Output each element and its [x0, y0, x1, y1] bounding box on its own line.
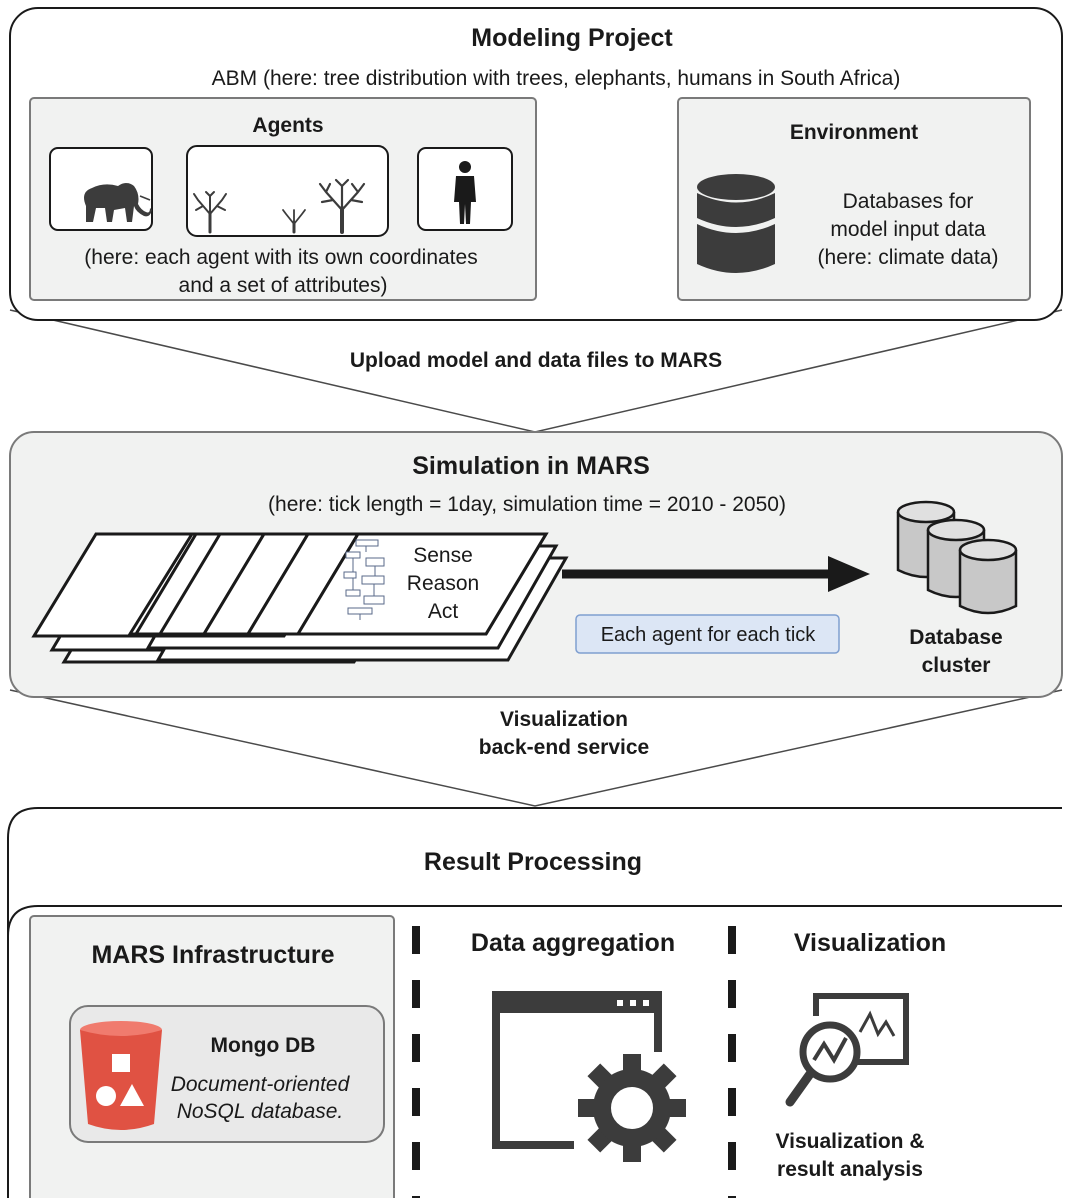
simulation-subtitle: (here: tick length = 1day, simulation ti…	[268, 493, 786, 516]
modeling-project-title: Modeling Project	[471, 24, 673, 52]
environment-title: Environment	[790, 121, 918, 144]
modeling-project-subtitle: ABM (here: tree distribution with trees,…	[212, 67, 901, 90]
result-processing-inner	[7, 905, 1062, 1198]
cycle-reason: Reason	[407, 572, 479, 595]
tick-arrow	[562, 556, 870, 592]
tick-label: Each agent for each tick	[601, 624, 817, 646]
data-aggregation-title: Data aggregation	[471, 929, 675, 957]
mars-infrastructure-title: MARS Infrastructure	[91, 941, 334, 969]
result-processing-outer	[7, 807, 1062, 1198]
environment-line1: Databases for	[843, 190, 974, 213]
cluster-line2: cluster	[922, 654, 991, 677]
database-icon	[697, 174, 775, 273]
trees-icon	[186, 145, 389, 237]
result-processing-title: Result Processing	[424, 848, 642, 876]
visualization-service-line2: back-end service	[479, 736, 649, 759]
cycle-sense: Sense	[413, 544, 473, 567]
agents-panel: Agents	[29, 97, 537, 301]
environment-line3: (here: climate data)	[818, 246, 999, 269]
simulation-title: Simulation in MARS	[412, 452, 650, 480]
environment-line2: model input data	[830, 218, 986, 241]
human-icon	[417, 147, 513, 231]
visualization-panel: Visualization Visualization & result ana…	[776, 929, 947, 1181]
visualization-caption-line2: result analysis	[777, 1158, 923, 1181]
mars-infrastructure-panel: MARS Infrastructure Mongo DB Document-or…	[29, 915, 395, 1198]
upload-label: Upload model and data files to MARS	[350, 349, 722, 372]
mongo-db-name: Mongo DB	[211, 1034, 316, 1057]
cluster-line1: Database	[909, 626, 1002, 649]
agents-title: Agents	[252, 114, 323, 137]
cycle-act: Act	[428, 600, 459, 623]
visualization-service-line1: Visualization	[500, 708, 628, 731]
funnel-visualization	[9, 689, 1063, 807]
visualization-caption-line1: Visualization &	[776, 1130, 925, 1153]
environment-panel: Environment Databases for model input da…	[677, 97, 1031, 301]
database-cluster-icon	[896, 500, 1018, 615]
simulation-section: Simulation in MARS (here: tick length = …	[9, 431, 1063, 807]
mongo-db-desc-line2: NoSQL database.	[177, 1100, 344, 1123]
result-processing-section: Result Processing MARS Infrastructure Mo…	[7, 807, 1062, 1198]
agents-caption-line2: and a set of attributes)	[179, 274, 388, 297]
modeling-project-section: Modeling Project ABM (here: tree distrib…	[9, 7, 1063, 433]
mongo-bucket-icon	[80, 1021, 162, 1130]
elephant-icon	[49, 147, 153, 231]
agent-sheets-stack	[31, 532, 569, 664]
tick-label-box: Each agent for each tick	[575, 614, 840, 654]
mongo-db-desc-line1: Document-oriented	[171, 1073, 351, 1096]
agents-caption-line1: (here: each agent with its own coordinat…	[84, 246, 477, 269]
flowchart-icon	[343, 539, 385, 620]
window-gear-icon	[492, 991, 686, 1162]
chart-magnifier-icon	[785, 993, 909, 1107]
data-aggregation-panel: Data aggregation	[471, 929, 686, 1162]
visualization-title: Visualization	[794, 929, 946, 957]
